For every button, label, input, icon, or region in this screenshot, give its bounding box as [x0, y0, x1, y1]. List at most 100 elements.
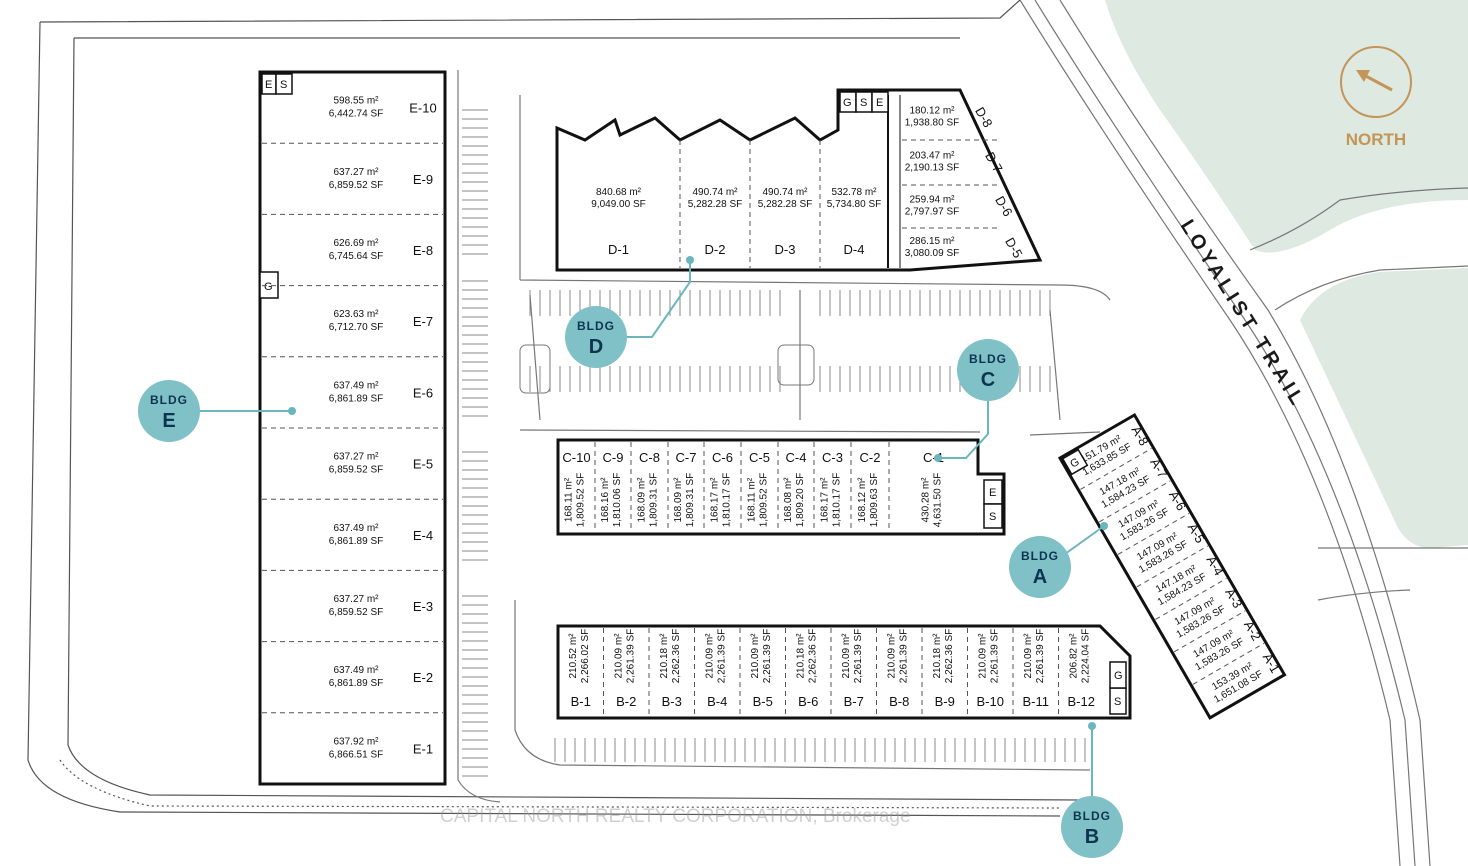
bldg-e-badge[interactable]: BLDG E: [138, 380, 200, 442]
unit-d-4[interactable]: 532.78 m²5,734.80 SFD-4: [819, 140, 881, 268]
unit-id: E-5: [413, 457, 433, 472]
unit-sf: 1,809.31 SF: [685, 473, 696, 527]
building-e-service-label: S: [280, 79, 287, 91]
building-e-gas-room: [259, 271, 279, 299]
unit-sf: 6,712.70 SF: [329, 322, 383, 333]
unit-area: 210.09 m²: [841, 633, 852, 679]
unit-area: 490.74 m²: [762, 187, 808, 198]
building-d-outline: [555, 88, 1043, 272]
unit-area: 623.63 m²: [333, 309, 379, 320]
unit-sf: 6,442.74 SF: [329, 109, 383, 120]
unit-sf: 2,261.39 SF: [853, 629, 864, 683]
unit-sf: 6,859.52 SF: [329, 180, 383, 191]
unit-id: E-4: [413, 528, 433, 543]
north-label: NORTH: [1346, 130, 1406, 149]
svg-text:BLDG: BLDG: [1021, 549, 1059, 563]
unit-d-2[interactable]: 490.74 m²5,282.28 SFD-2: [679, 140, 742, 268]
unit-area: 168.09 m²: [637, 477, 648, 523]
unit-id: B-9: [935, 694, 955, 709]
unit-d-3[interactable]: 490.74 m²5,282.28 SFD-3: [749, 140, 812, 268]
unit-id: B-6: [798, 694, 818, 709]
unit-sf: 6,859.52 SF: [329, 607, 383, 618]
unit-area: 430.28 m²: [921, 477, 932, 523]
unit-sf: 1,809.63 SF: [869, 473, 880, 527]
unit-sf: 9,049.00 SF: [591, 199, 645, 210]
unit-id: B-5: [753, 694, 773, 709]
bldg-a-badge[interactable]: BLDG A: [1009, 536, 1071, 598]
unit-sf: 6,861.89 SF: [329, 536, 383, 547]
unit-id: C-3: [822, 450, 843, 465]
unit-d-1[interactable]: 840.68 m²9,049.00 SFD-1: [591, 187, 645, 257]
bldg-d-badge[interactable]: BLDG D: [565, 306, 627, 368]
svg-text:C: C: [981, 369, 995, 391]
unit-id: C-5: [749, 450, 770, 465]
unit-area: 168.17 m²: [820, 477, 831, 523]
unit-area: 206.82 m²: [1068, 633, 1079, 679]
unit-sf: 6,866.51 SF: [329, 749, 383, 760]
unit-sf: 2,261.39 SF: [625, 629, 636, 683]
unit-id: C-6: [712, 450, 733, 465]
unit-area: 637.27 m²: [333, 594, 379, 605]
svg-text:S: S: [1114, 696, 1121, 708]
svg-text:BLDG: BLDG: [1073, 809, 1111, 823]
unit-area: 840.68 m²: [596, 187, 642, 198]
unit-sf: 2,797.97 SF: [905, 207, 959, 218]
unit-id: C-8: [639, 450, 660, 465]
unit-id: D-4: [844, 242, 865, 257]
building-b-outline: [556, 624, 1132, 720]
north-arrow-icon: [1340, 46, 1412, 118]
unit-area: 210.09 m²: [704, 633, 715, 679]
building-e-electrical-label: E: [265, 79, 272, 91]
unit-id: E-1: [413, 741, 433, 756]
unit-area: 210.52 m²: [568, 633, 579, 679]
svg-text:B: B: [1085, 826, 1099, 848]
unit-id: E-10: [409, 101, 436, 116]
unit-area: 168.11 m²: [564, 477, 575, 522]
svg-text:E: E: [162, 410, 175, 432]
unit-id: B-4: [707, 694, 727, 709]
unit-id: D-2: [705, 242, 726, 257]
bldg-c-badge[interactable]: BLDG C: [957, 339, 1019, 401]
unit-sf: 2,262.36 SF: [944, 629, 955, 683]
unit-area: 637.27 m²: [333, 167, 379, 178]
unit-area: 203.47 m²: [909, 151, 955, 162]
unit-id: B-12: [1068, 694, 1095, 709]
unit-id: C-7: [676, 450, 697, 465]
unit-area: 210.09 m²: [750, 633, 761, 679]
bldg-b-badge[interactable]: BLDG B: [1061, 796, 1123, 858]
unit-area: 259.94 m²: [909, 195, 955, 206]
